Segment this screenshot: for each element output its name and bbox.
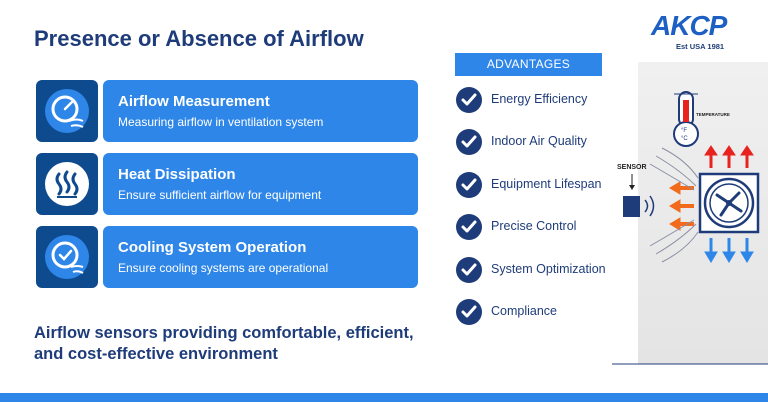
feature-icon-box	[36, 226, 98, 288]
heat-icon	[45, 162, 89, 206]
advantages-header: ADVANTAGES	[455, 53, 602, 76]
cooling-clock-icon	[45, 235, 89, 279]
advantage-label: System Optimization	[491, 262, 606, 276]
feature-icon-box	[36, 153, 98, 215]
temperature-label: TEMPERATURE	[696, 112, 730, 117]
feature-heat-dissipation: Heat Dissipation Ensure sufficient airfl…	[36, 153, 418, 217]
tagline: Airflow sensors providing comfortable, e…	[34, 324, 414, 363]
advantage-label: Compliance	[491, 304, 558, 318]
sensor-icon	[623, 174, 655, 217]
feature-title: Cooling System Operation	[118, 239, 307, 256]
feature-cooling-system-operation: Cooling System Operation Ensure cooling …	[36, 226, 418, 290]
logo-tagline: Est USA 1981	[676, 42, 725, 51]
check-circle-icon	[456, 214, 482, 240]
feature-card: Cooling System Operation Ensure cooling …	[103, 226, 418, 288]
advantage-label: Indoor Air Quality	[491, 134, 587, 148]
check-circle-icon	[456, 129, 482, 155]
page-title: Presence or Absence of Airflow	[34, 26, 364, 51]
feature-description: Ensure cooling systems are operational	[118, 261, 329, 275]
thermo-unit-f: °F	[681, 128, 687, 134]
flow-lines	[649, 147, 699, 263]
fan-icon	[698, 172, 760, 234]
advantage-label: Precise Control	[491, 219, 577, 233]
thermo-unit-c: °C	[681, 136, 688, 142]
advantage-item: Compliance	[455, 298, 625, 326]
hot-air-arrows-icon	[704, 145, 754, 168]
bottom-bar	[0, 393, 768, 402]
airflow-arrows-icon	[669, 181, 694, 231]
advantage-item: Precise Control	[455, 213, 625, 241]
advantage-label: Equipment Lifespan	[491, 177, 602, 191]
feature-description: Measuring airflow in ventilation system	[118, 115, 324, 129]
feature-title: Heat Dissipation	[118, 166, 236, 183]
advantage-item: Indoor Air Quality	[455, 128, 625, 156]
feature-card: Airflow Measurement Measuring airflow in…	[103, 80, 418, 142]
feature-card: Heat Dissipation Ensure sufficient airfl…	[103, 153, 418, 215]
check-circle-icon	[456, 299, 482, 325]
feature-icon-box	[36, 80, 98, 142]
sensor-label: SENSOR	[617, 164, 647, 171]
check-circle-icon	[456, 87, 482, 113]
advantage-label: Energy Efficiency	[491, 92, 588, 106]
feature-title: Airflow Measurement	[118, 93, 270, 110]
thermometer-icon	[673, 91, 699, 147]
advantage-item: Energy Efficiency	[455, 86, 625, 114]
feature-airflow-measurement: Airflow Measurement Measuring airflow in…	[36, 80, 418, 144]
check-circle-icon	[456, 172, 482, 198]
advantage-item: Equipment Lifespan	[455, 171, 625, 199]
advantage-item: System Optimization	[455, 256, 625, 284]
check-circle-icon	[456, 257, 482, 283]
feature-description: Ensure sufficient airflow for equipment	[118, 188, 322, 202]
akcp-logo: AKCP	[651, 10, 727, 41]
gauge-icon	[45, 89, 89, 133]
cool-air-arrows-icon	[704, 238, 754, 263]
